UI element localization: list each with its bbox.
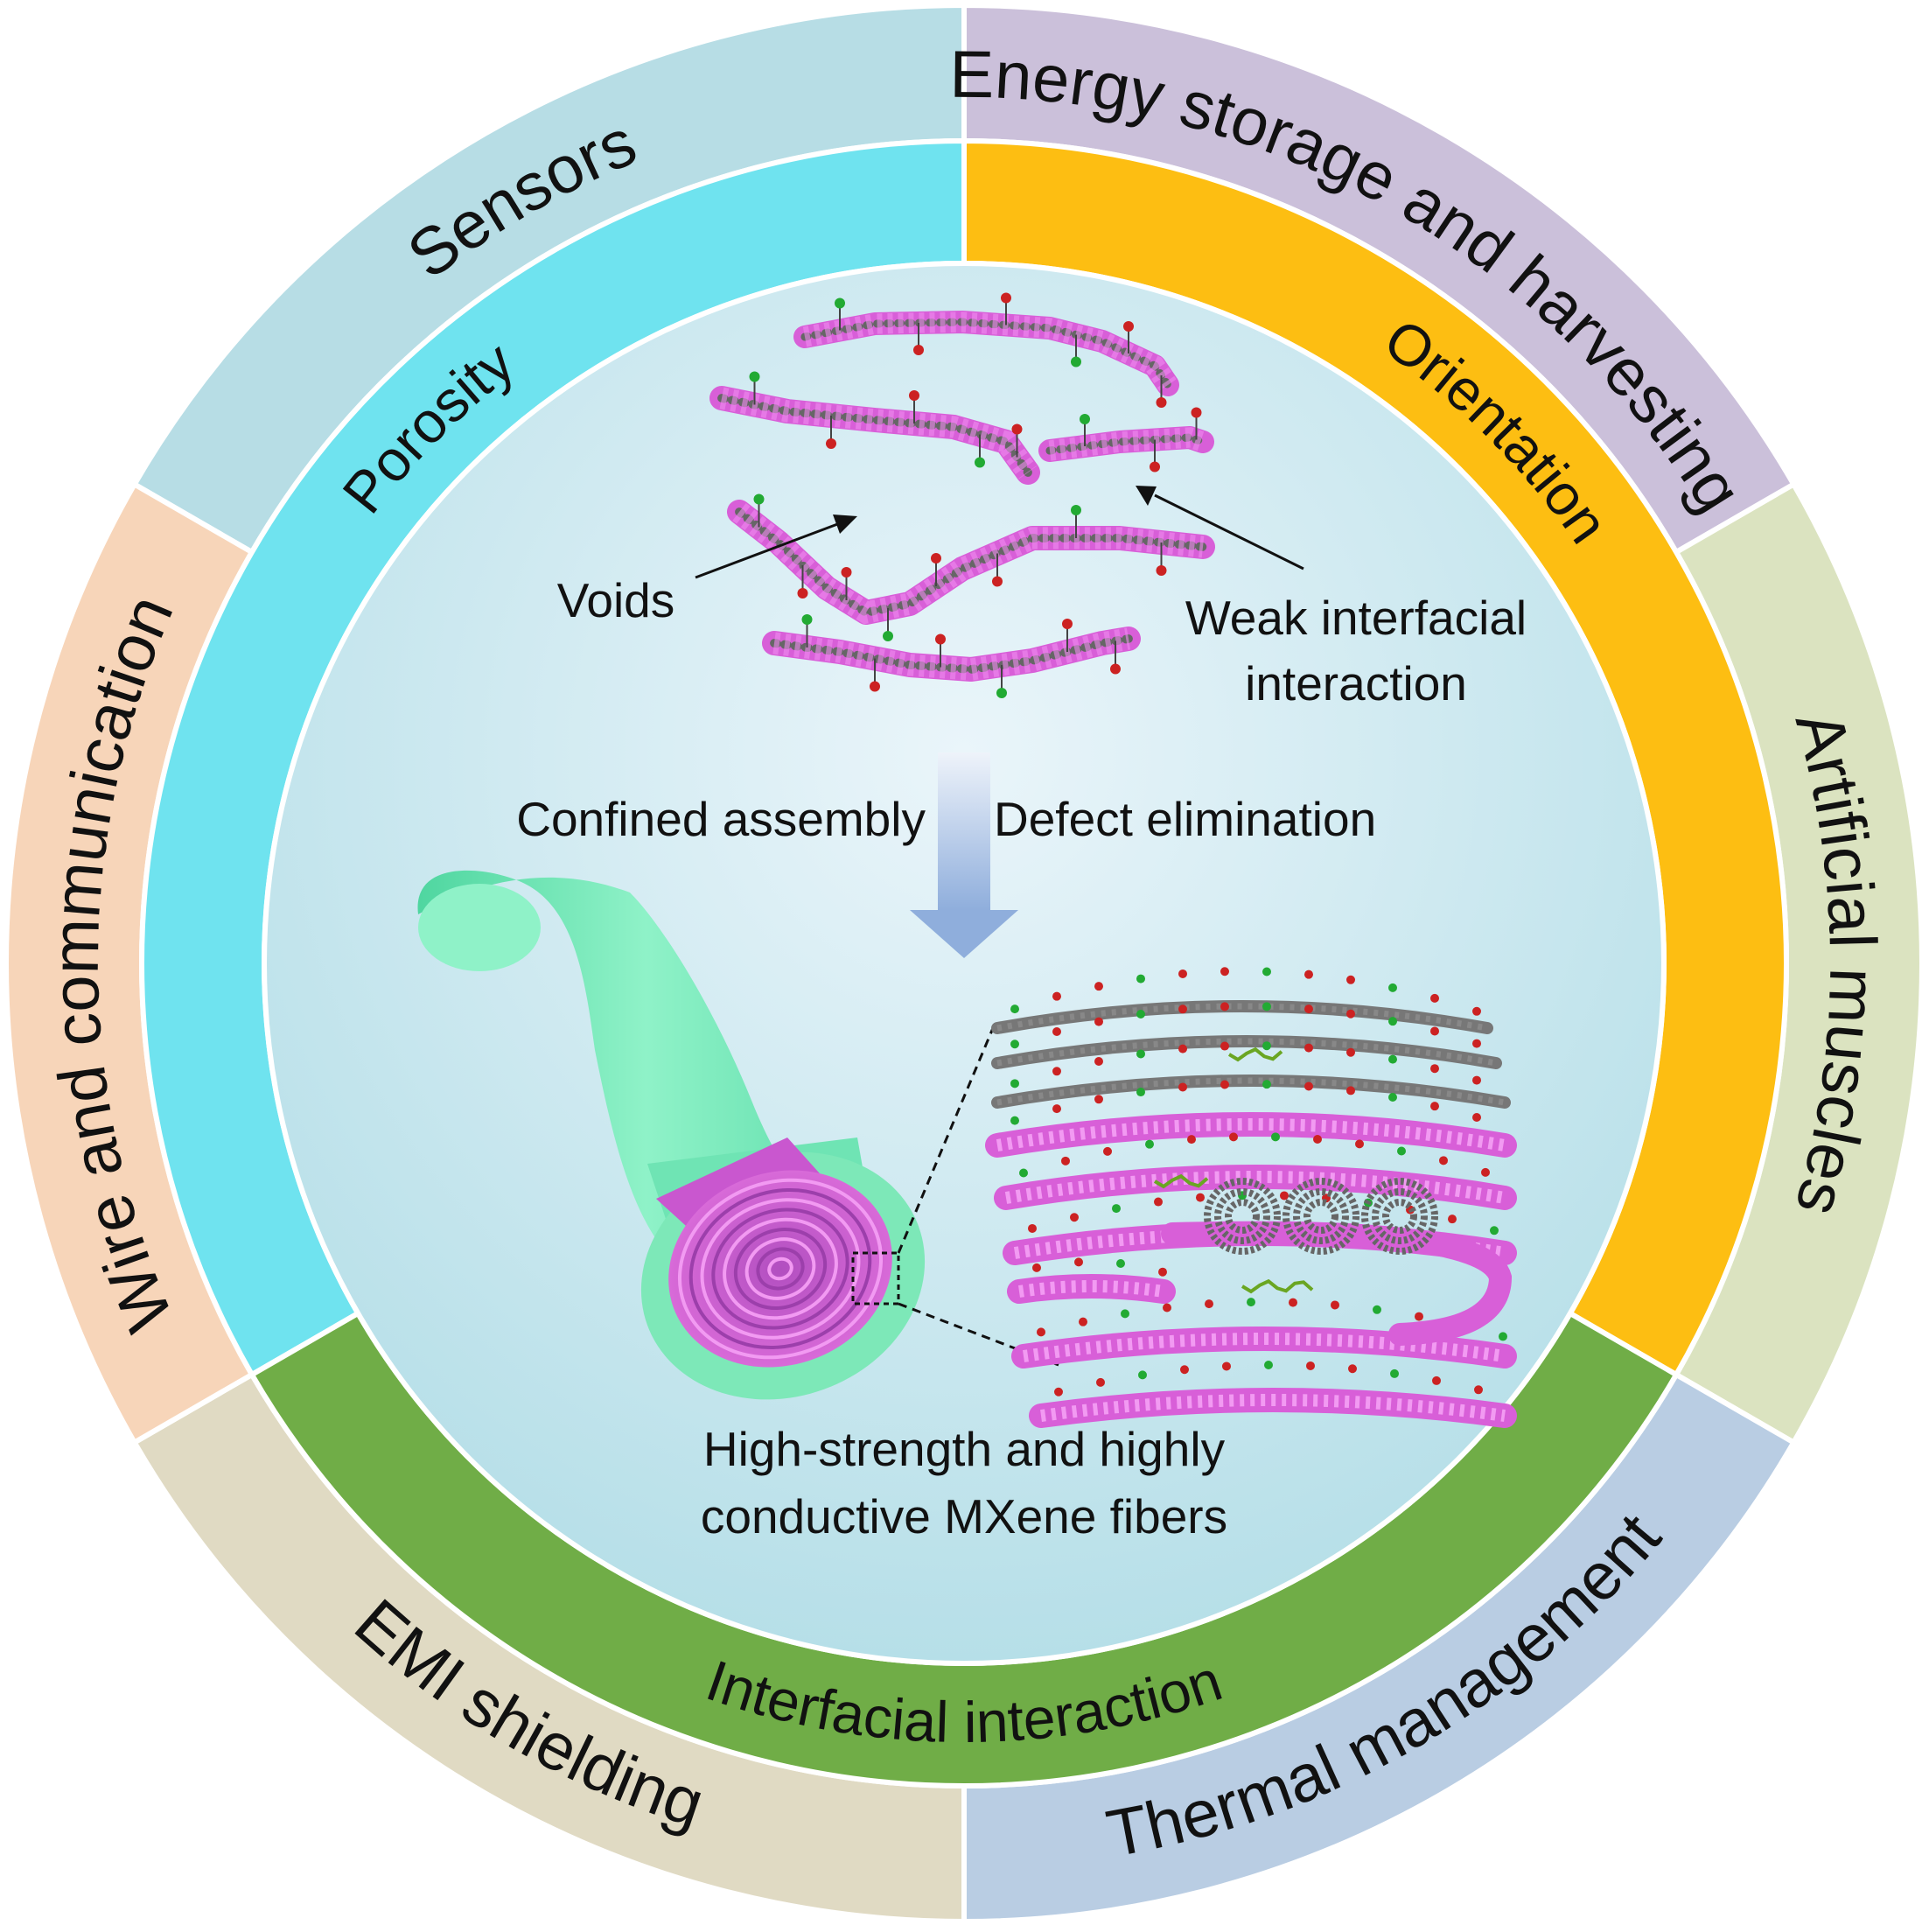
nanotube-cross-section: [1361, 1178, 1438, 1255]
nanotube-cross-section: [1283, 1178, 1359, 1255]
core-ring: [700, 1198, 861, 1340]
core-ring: [767, 1256, 793, 1281]
fiber-core-rings: [677, 1178, 884, 1360]
mxene-layer-2: [994, 1132, 1517, 1210]
flake-3: [1038, 407, 1214, 472]
weak-interaction-label-line1: Weak interfacial: [1185, 591, 1527, 645]
graphene-layer-2: [991, 1002, 1502, 1069]
flake-5: [762, 614, 1141, 698]
folded-mxene-layer: [1161, 1221, 1513, 1346]
mxene-layer-6: [1029, 1361, 1517, 1428]
mxene-layer-4: [1007, 1257, 1176, 1304]
nanotube-cross-section: [1204, 1178, 1281, 1255]
confined-assembly-label: Confined assembly: [516, 792, 926, 846]
mxene-layer-1: [985, 1080, 1517, 1158]
core-ring: [756, 1247, 805, 1291]
core-ring: [688, 1187, 872, 1350]
result-label-line2: conductive MXene fibers: [701, 1489, 1227, 1544]
flake-1: [793, 292, 1179, 408]
core-ring: [723, 1217, 838, 1320]
voids-arrow: [695, 514, 857, 579]
polymer-chain-2: [1153, 1173, 1209, 1189]
core-ring: [677, 1178, 884, 1360]
voids-label: Voids: [557, 573, 675, 627]
loose-mxene-flakes: [709, 292, 1215, 698]
process-arrow: [910, 752, 1018, 958]
result-label-line1: High-strength and highly: [703, 1422, 1226, 1476]
polymer-chain-3: [1241, 1278, 1314, 1294]
polymer-chain-1: [1227, 1046, 1283, 1062]
weak-interaction-label-line2: interaction: [1245, 656, 1467, 710]
mxene-fiber-illustration: [417, 870, 1059, 1400]
center-disc: [262, 261, 1667, 1666]
graphene-layer-1: [991, 967, 1493, 1034]
dense-mxene-structure: [985, 967, 1517, 1428]
flake-2: [709, 371, 1040, 485]
core-ring: [711, 1208, 849, 1330]
defect-elimination-label: Defect elimination: [994, 792, 1376, 846]
core-ring: [733, 1227, 828, 1311]
weak-interaction-arrow: [1136, 486, 1304, 570]
flake-4: [727, 494, 1215, 641]
core-ring: [744, 1237, 816, 1300]
graphene-layer-3: [991, 1041, 1511, 1109]
